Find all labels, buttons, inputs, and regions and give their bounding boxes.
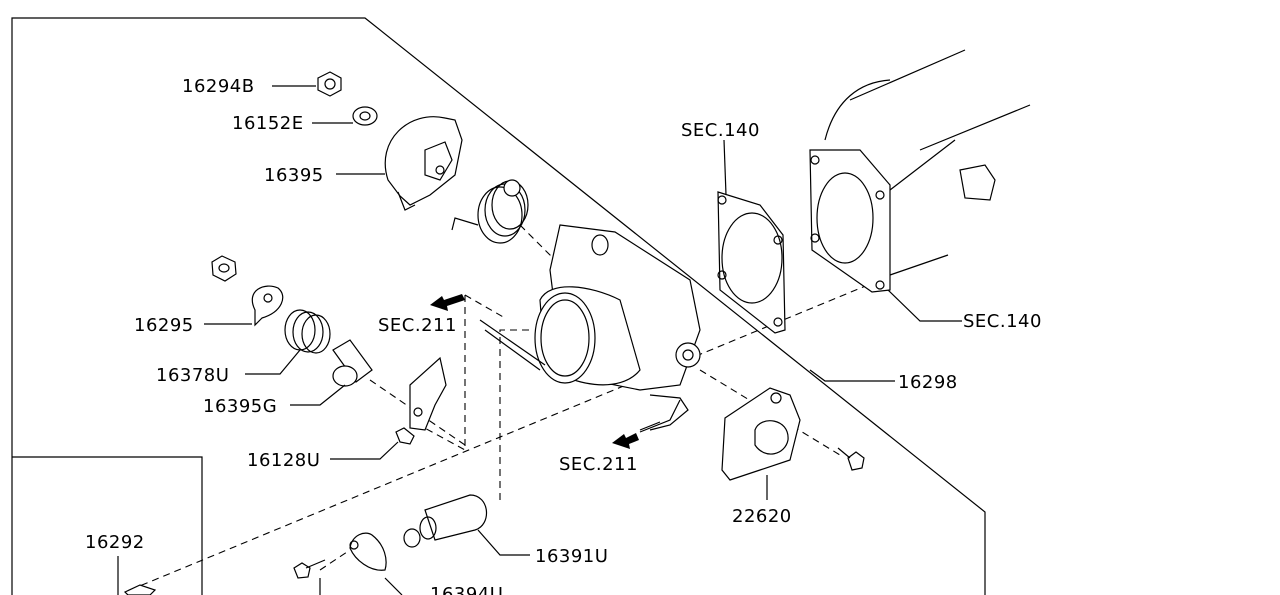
nut-small (211, 255, 237, 282)
part-label-16395g: 16395G (203, 396, 277, 417)
leader (290, 384, 346, 406)
screw (837, 447, 865, 471)
leader (723, 139, 727, 196)
leader (330, 441, 399, 460)
part-label-16128u: 16128U (247, 450, 320, 471)
part-label-16378u: 16378U (156, 365, 229, 386)
part-label-22620: 22620 (732, 506, 792, 527)
leader (887, 289, 962, 322)
screw-16292 (123, 584, 157, 595)
throttle-position-sensor (721, 387, 801, 481)
leader (245, 349, 301, 375)
dashed-guide (464, 294, 506, 319)
dashed-guide (409, 295, 466, 451)
dashed-guide (519, 224, 561, 266)
part-label-16295: 16295 (134, 315, 194, 336)
nut-16294b (317, 71, 342, 97)
plate-16295 (251, 285, 284, 327)
inner-frame (12, 456, 203, 595)
gasket (717, 191, 786, 334)
clip-16394u (349, 532, 387, 571)
centerline (129, 279, 881, 591)
arrow-icon (430, 294, 465, 311)
bolt (293, 559, 326, 595)
bracket-16128u (395, 356, 447, 445)
leader (809, 369, 895, 382)
assembly-frame (11, 17, 986, 595)
intake-manifold (809, 49, 1031, 293)
part-label-16294b: 16294B (182, 76, 255, 97)
part-label-16391u: 16391U (535, 546, 608, 567)
dashed-guide (319, 549, 351, 571)
arrow-icon (612, 433, 639, 449)
leader (384, 577, 403, 595)
part-label-16298: 16298 (898, 372, 958, 393)
part-label-16394u: 16394U (430, 584, 503, 595)
dashed-guide (499, 329, 530, 500)
washer-16152e (352, 106, 378, 126)
section-ref-sec211[interactable]: SEC.211 (559, 454, 638, 475)
actuator-16391u (403, 494, 488, 548)
section-ref-sec140[interactable]: SEC.140 (681, 120, 760, 141)
throttle-body (479, 224, 701, 431)
dashed-guide (699, 369, 841, 456)
leader (477, 529, 530, 556)
section-ref-sec140[interactable]: SEC.140 (963, 311, 1042, 332)
bushing-16395g (332, 339, 373, 387)
throttle-lever-16395 (384, 116, 463, 211)
section-ref-sec211[interactable]: SEC.211 (378, 315, 457, 336)
part-label-16395: 16395 (264, 165, 324, 186)
return-spring (451, 179, 529, 244)
spring-16378u (284, 309, 331, 354)
hose (639, 399, 681, 433)
part-label-16152e: 16152E (232, 113, 304, 134)
part-label-16292: 16292 (85, 532, 145, 553)
